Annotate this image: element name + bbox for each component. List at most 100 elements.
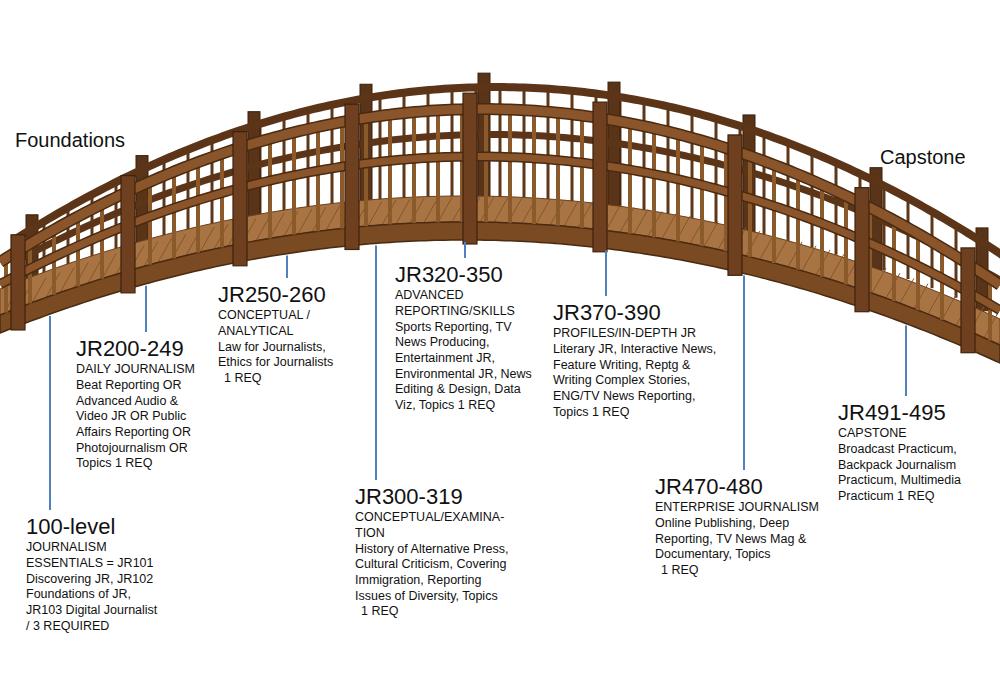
category-title: CONCEPTUAL/EXAMINA- TION bbox=[355, 510, 515, 541]
post bbox=[463, 93, 477, 244]
course-range: JR250-260 bbox=[218, 282, 360, 308]
course-list: History of Alternative Press, Cultural C… bbox=[355, 542, 515, 605]
baluster bbox=[796, 174, 800, 269]
leader-line bbox=[905, 326, 907, 396]
deck-plank bbox=[928, 289, 942, 314]
baluster bbox=[844, 196, 848, 284]
baluster bbox=[652, 128, 656, 237]
course-list: Online Publishing, Deep Reporting, TV Ne… bbox=[655, 516, 827, 563]
deck-plank bbox=[270, 213, 284, 238]
deck-plank bbox=[564, 201, 578, 226]
category-title: ADVANCED REPORTING/SKILLS bbox=[395, 288, 533, 319]
baluster bbox=[892, 220, 896, 301]
label-group: JR320-350ADVANCED REPORTING/SKILLSSports… bbox=[395, 262, 533, 413]
deck-plank bbox=[634, 209, 648, 234]
requirement-note: 1 REQ bbox=[355, 604, 515, 620]
baluster bbox=[628, 123, 632, 233]
back-baluster bbox=[787, 143, 790, 241]
category-title: CAPSTONE bbox=[838, 426, 990, 442]
baluster bbox=[820, 185, 824, 277]
back-baluster bbox=[811, 152, 814, 247]
label-group: JR470-480ENTERPRISE JOURNALISMOnline Pub… bbox=[655, 474, 827, 579]
end-title: Foundations bbox=[15, 128, 140, 152]
requirement-note: 1 REQ bbox=[655, 563, 827, 579]
baluster bbox=[364, 118, 368, 226]
post bbox=[121, 176, 135, 293]
baluster bbox=[196, 162, 200, 252]
post bbox=[961, 248, 975, 353]
baluster bbox=[700, 141, 704, 246]
course-range: JR200-249 bbox=[76, 336, 200, 362]
deck-plank bbox=[536, 199, 550, 224]
category-title: ENTERPRISE JOURNALISM bbox=[655, 500, 827, 516]
back-baluster bbox=[643, 101, 646, 211]
course-list: Literary JR, Interactive News, Feature W… bbox=[553, 342, 718, 420]
baluster bbox=[676, 134, 680, 241]
baluster bbox=[268, 139, 272, 239]
deck-plank bbox=[326, 205, 340, 230]
baluster bbox=[772, 165, 776, 263]
deck-plank bbox=[774, 238, 788, 263]
leader-line bbox=[743, 275, 745, 470]
baluster bbox=[532, 111, 536, 224]
post bbox=[11, 235, 25, 330]
leader-line bbox=[375, 245, 377, 480]
baluster bbox=[316, 127, 320, 231]
back-baluster bbox=[571, 91, 574, 204]
deck-plank bbox=[760, 234, 774, 259]
label-group: Foundations bbox=[15, 128, 140, 152]
baluster bbox=[484, 109, 488, 222]
deck-plank bbox=[438, 197, 452, 222]
back-baluster bbox=[763, 134, 766, 235]
label-group: JR250-260CONCEPTUAL / ANALYTICALLaw for … bbox=[218, 282, 360, 387]
baluster bbox=[172, 172, 176, 259]
deck-plank bbox=[900, 278, 914, 303]
back-baluster bbox=[691, 112, 694, 219]
post bbox=[233, 132, 247, 266]
deck-plank bbox=[606, 206, 620, 231]
deck-plank bbox=[942, 295, 956, 320]
back-baluster bbox=[667, 106, 670, 215]
label-group: JR200-249DAILY JOURNALISMBeat Reporting … bbox=[76, 336, 200, 472]
post bbox=[855, 188, 869, 312]
post bbox=[593, 102, 607, 252]
back-baluster bbox=[715, 119, 718, 224]
leader-line bbox=[49, 316, 51, 510]
deck-plank bbox=[396, 199, 410, 224]
leader-line bbox=[605, 251, 607, 296]
course-list: Broadcast Practicum, Backpack Journalism… bbox=[838, 442, 990, 505]
post bbox=[728, 135, 742, 275]
baluster bbox=[580, 116, 584, 228]
deck-plank bbox=[368, 201, 382, 226]
deck-plank bbox=[298, 209, 312, 234]
baluster bbox=[292, 132, 296, 234]
deck-plank bbox=[872, 268, 886, 293]
course-range: 100-level bbox=[26, 514, 158, 540]
top-rail bbox=[0, 109, 1000, 285]
course-range: JR320-350 bbox=[395, 262, 533, 288]
course-range: JR470-480 bbox=[655, 474, 827, 500]
back-baluster bbox=[835, 163, 838, 255]
baluster bbox=[436, 110, 440, 222]
category-title: DAILY JOURNALISM bbox=[76, 362, 200, 378]
baluster bbox=[508, 110, 512, 223]
deck-plank bbox=[494, 197, 508, 222]
leader-line bbox=[286, 256, 288, 278]
course-range: JR300-319 bbox=[355, 484, 515, 510]
deck-plank bbox=[802, 246, 816, 271]
baluster bbox=[412, 112, 416, 223]
label-group: 100-levelJOURNALISM ESSENTIALS = JR101 D… bbox=[26, 514, 158, 634]
course-list: Beat Reporting OR Advanced Audio & Video… bbox=[76, 378, 200, 472]
baluster bbox=[148, 182, 152, 265]
category-title: CONCEPTUAL / ANALYTICAL bbox=[218, 308, 360, 339]
baluster bbox=[340, 122, 344, 228]
deck-plank bbox=[704, 222, 718, 247]
course-list: Law for Journalists, Ethics for Journali… bbox=[218, 340, 360, 371]
deck-plank bbox=[424, 198, 438, 223]
label-group: Capstone bbox=[880, 145, 992, 169]
baluster bbox=[220, 154, 224, 248]
label-group: JR370-390PROFILES/IN-DEPTH JRLiterary JR… bbox=[553, 300, 718, 420]
post bbox=[345, 104, 359, 249]
label-group: JR491-495CAPSTONEBroadcast Practicum, Ba… bbox=[838, 400, 990, 505]
course-list: JOURNALISM ESSENTIALS = JR101 Discoverin… bbox=[26, 540, 158, 634]
